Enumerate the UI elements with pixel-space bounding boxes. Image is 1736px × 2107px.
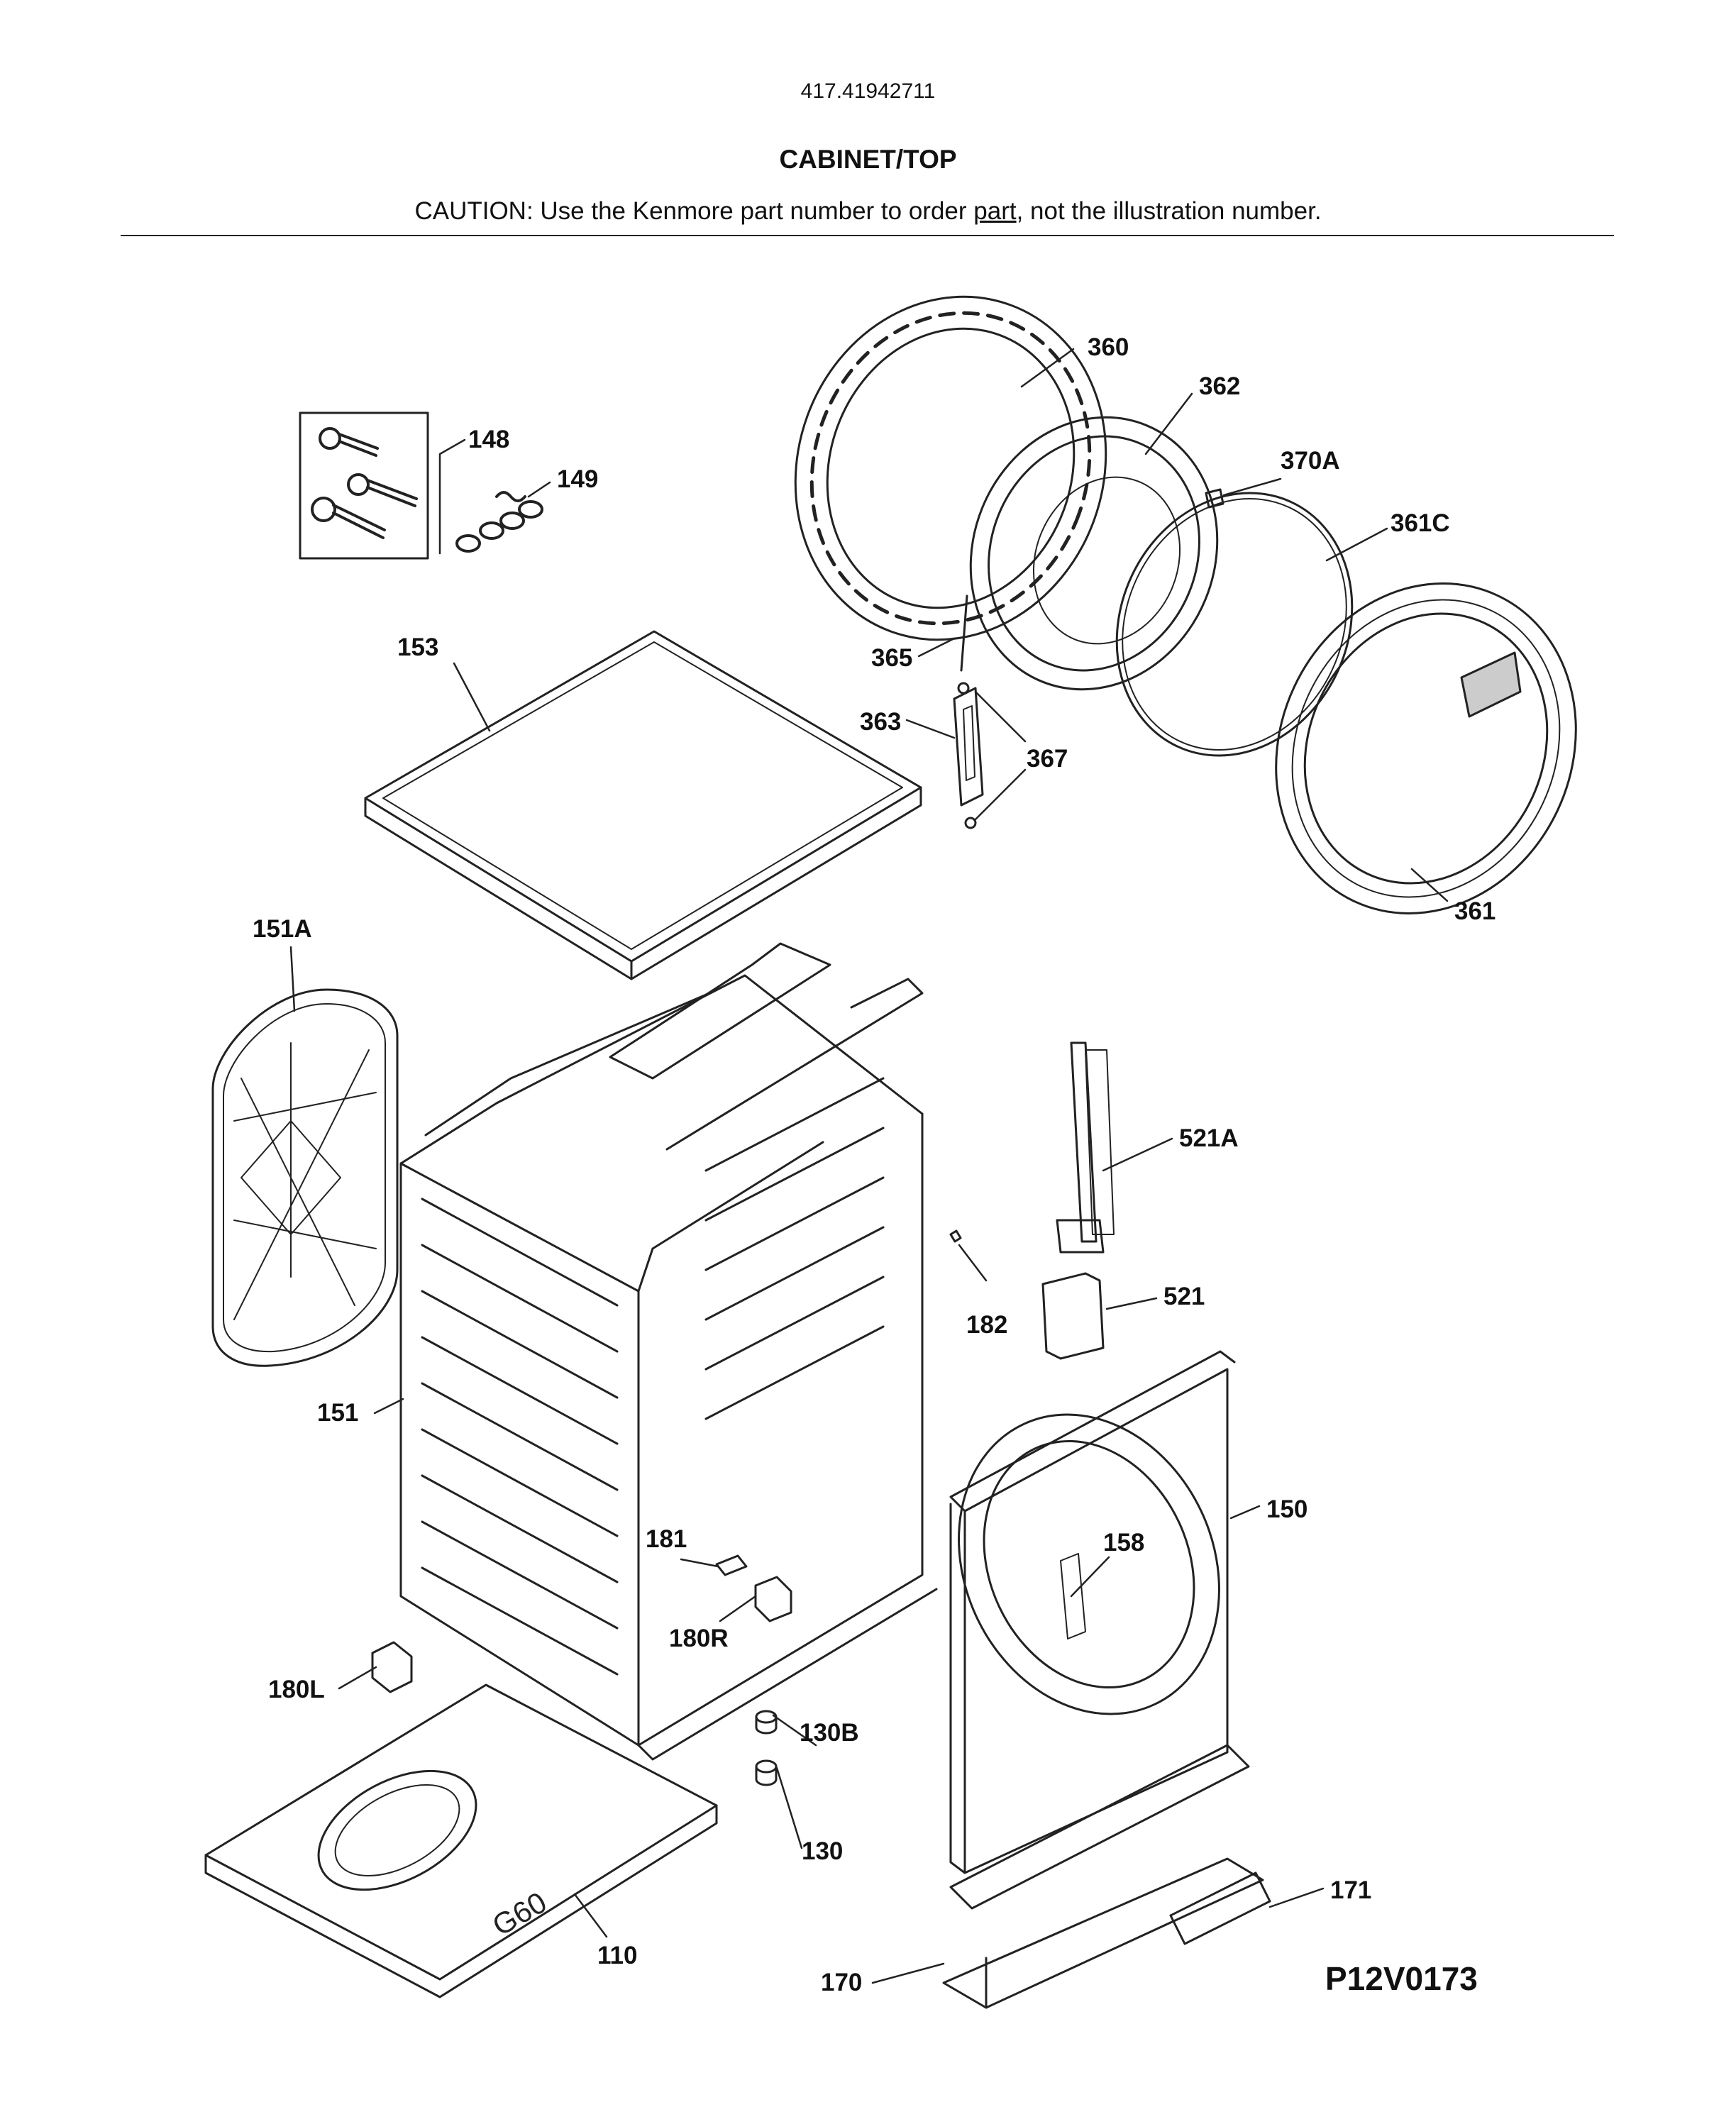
- caution-text-prefix: CAUTION: Use the Kenmore part number to …: [414, 197, 974, 225]
- part-362-door-glass: [969, 416, 1219, 691]
- callout-180L: 180L: [268, 1676, 325, 1703]
- part-521A-door-lock-bracket: [1056, 1041, 1115, 1254]
- callout-363: 363: [860, 708, 902, 736]
- callout-361C: 361C: [1391, 509, 1450, 537]
- part-148-149-bolt-kit: [299, 411, 543, 560]
- callout-148: 148: [468, 426, 510, 453]
- callout-153: 153: [397, 634, 439, 661]
- callout-170: 170: [821, 1969, 863, 1996]
- callout-521A: 521A: [1179, 1124, 1239, 1152]
- callout-171: 171: [1330, 1876, 1372, 1904]
- callout-151: 151: [317, 1399, 359, 1427]
- part-182-clip: [949, 1229, 962, 1243]
- part-181-sensor: [715, 1554, 748, 1576]
- callout-360: 360: [1088, 333, 1129, 361]
- part-360-inner-door-frame: [794, 295, 1107, 641]
- callout-leaders: [289, 348, 1449, 1984]
- callout-370A: 370A: [1281, 447, 1340, 475]
- part-150-front-panel: [949, 1350, 1236, 1874]
- callout-361: 361: [1454, 897, 1496, 925]
- part-170-kick-plate: [942, 1857, 1264, 2009]
- part-180R-foot-bracket: [754, 1576, 792, 1622]
- callout-180R: 180R: [669, 1625, 729, 1652]
- part-361-outer-door: [1275, 582, 1577, 914]
- part-110-base: G60: [204, 1683, 718, 1998]
- callout-130: 130: [802, 1837, 844, 1865]
- caution-text-underlined: part: [973, 197, 1017, 225]
- caution-text-suffix: , not the illustration number.: [1016, 197, 1322, 225]
- part-363-365-367-hinge: [953, 595, 984, 829]
- callout-367: 367: [1027, 745, 1068, 773]
- part-dispenser-strip: [949, 1744, 1250, 1910]
- part-171-drawer-handle: [1169, 1871, 1271, 1945]
- callout-151A: 151A: [253, 915, 312, 943]
- header-divider: [121, 235, 1614, 236]
- part-151-cabinet: [399, 942, 938, 1761]
- model-number: 417.41942711: [800, 79, 936, 103]
- callout-181: 181: [646, 1525, 687, 1553]
- part-361C-door-seal: [1115, 492, 1354, 757]
- part-151A-rear-panel: [211, 988, 399, 1367]
- callout-365: 365: [871, 644, 913, 672]
- callout-362: 362: [1199, 372, 1241, 400]
- callout-150: 150: [1266, 1495, 1308, 1523]
- callout-149: 149: [557, 465, 599, 493]
- part-153-top-panel: [364, 630, 922, 980]
- caution-note: CAUTION: Use the Kenmore part number to …: [0, 197, 1736, 226]
- diagram-id: P12V0173: [1325, 1960, 1478, 1997]
- part-130B-130-feet: [755, 1710, 778, 1786]
- callout-130B: 130B: [800, 1719, 859, 1747]
- callout-158: 158: [1103, 1529, 1145, 1556]
- callout-521: 521: [1163, 1283, 1205, 1310]
- part-180L-foot-bracket: [371, 1641, 413, 1693]
- part-521-door-lock: [1041, 1272, 1105, 1360]
- callout-110: 110: [597, 1942, 638, 1969]
- callout-182: 182: [966, 1311, 1008, 1339]
- page-title: CABINET/TOP: [779, 145, 957, 174]
